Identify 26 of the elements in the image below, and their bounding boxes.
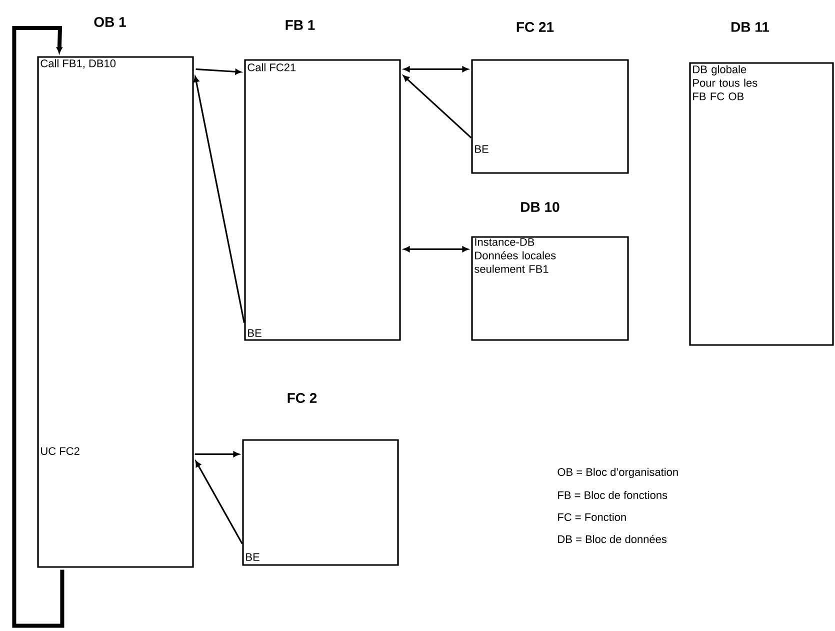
block-title: FC 2 xyxy=(288,393,317,403)
block-title: OB 1 xyxy=(94,17,126,27)
block-text: DB globale Pour tous les FB FC OB xyxy=(693,65,758,100)
block-title: FC 21 xyxy=(516,22,554,32)
block-text: Call FB1, DB10 xyxy=(40,59,116,69)
block-text: BE xyxy=(246,553,260,561)
abbreviation-note: FC = Fonction xyxy=(558,512,626,522)
block-title: DB 10 xyxy=(521,202,560,212)
block-text: BE xyxy=(248,329,262,337)
block-text: UC FC2 xyxy=(41,447,80,455)
block-text: Call FC21 xyxy=(248,63,296,72)
arrow xyxy=(404,246,468,252)
arrow xyxy=(194,451,240,457)
arrow xyxy=(403,75,472,138)
arrow xyxy=(195,460,243,544)
block-title: FB 1 xyxy=(286,20,315,30)
arrow xyxy=(196,68,242,75)
abbreviation-note: OB = Bloc d’organisation xyxy=(558,468,678,478)
arrow xyxy=(193,76,245,323)
abbreviation-note: DB = Bloc de données xyxy=(558,534,667,544)
block-text: BE xyxy=(475,145,488,153)
block-text: Instance-DB Données locales seulement FB1 xyxy=(474,238,556,273)
arrow xyxy=(404,66,468,72)
arrow xyxy=(12,26,64,628)
block-title: DB 11 xyxy=(732,22,770,32)
abbreviation-note: FB = Bloc de fonctions xyxy=(558,490,668,500)
